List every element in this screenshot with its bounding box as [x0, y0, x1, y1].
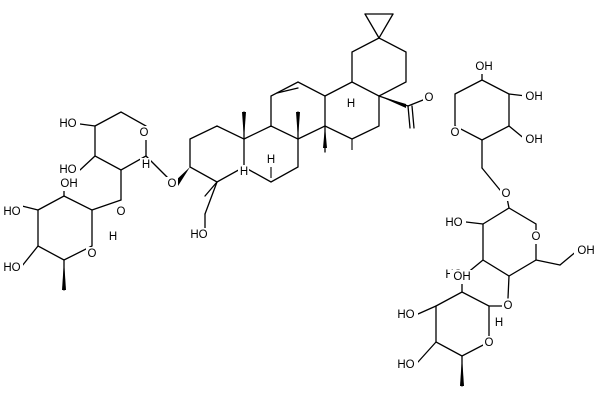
- left-sugar2-anomeric-h-label: H: [109, 231, 117, 243]
- right-sugar3-anomeric-h-label: H: [495, 317, 503, 329]
- right-sugar-link-oxygen-label-2: O: [504, 300, 513, 312]
- left-sugar2-ho-label-2: HO: [3, 262, 20, 274]
- left-sugar2-ho-label-1: HO: [3, 206, 20, 218]
- ring-junction-h-label: H: [347, 98, 355, 110]
- right-sugar1-ring-oxygen-label: O: [451, 127, 460, 139]
- right-sugar2-oh-label-cheoh: OH: [577, 245, 594, 257]
- right-sugar2-ring-oxygen-label: O: [532, 231, 541, 243]
- left-sugar1-ring-oxygen-label: O: [140, 127, 149, 139]
- right-sugar3-ring-oxygen-label: O: [485, 337, 494, 349]
- ring-junction-h-label-2: H: [267, 154, 275, 166]
- left-sugar-link-oxygen-label: O: [117, 206, 126, 218]
- atom-labels: O O H H H HO O HO HO H O O OH HO HO: [0, 60, 598, 372]
- right-sugar2-ho-label-1: HO: [445, 217, 462, 229]
- stereo-bonds: [62, 96, 464, 386]
- aglycone-hydroxymethyl-label: HO: [190, 229, 207, 241]
- c3-glycoside-oxygen-label: O: [168, 178, 177, 190]
- right-sugar3-oh-label-top: OH: [453, 271, 470, 283]
- left-sugar2-ring-oxygen-label: O: [88, 248, 97, 260]
- right-sugar1-oh-label-2: OH: [525, 91, 542, 103]
- left-sugar2-oh-label-top: OH: [60, 178, 77, 190]
- right-sugar3-ho-label-1: HO: [397, 309, 414, 321]
- left-sugar1-anomeric-h-label: H: [142, 159, 150, 171]
- right-sugar1-oh-label-1: OH: [475, 61, 492, 73]
- ring-junction-h-label-3: H: [240, 166, 248, 178]
- ester-oxygen-label: O: [425, 92, 434, 104]
- left-sugar1-ho-label-2: HO: [59, 164, 76, 176]
- right-sugar1-oh-label-3: OH: [525, 134, 542, 146]
- right-sugar-link-oxygen-label-1: O: [502, 188, 511, 200]
- left-sugar1-ho-label-1: HO: [59, 118, 76, 130]
- right-sugar3-ho-label-2: HO: [397, 359, 414, 371]
